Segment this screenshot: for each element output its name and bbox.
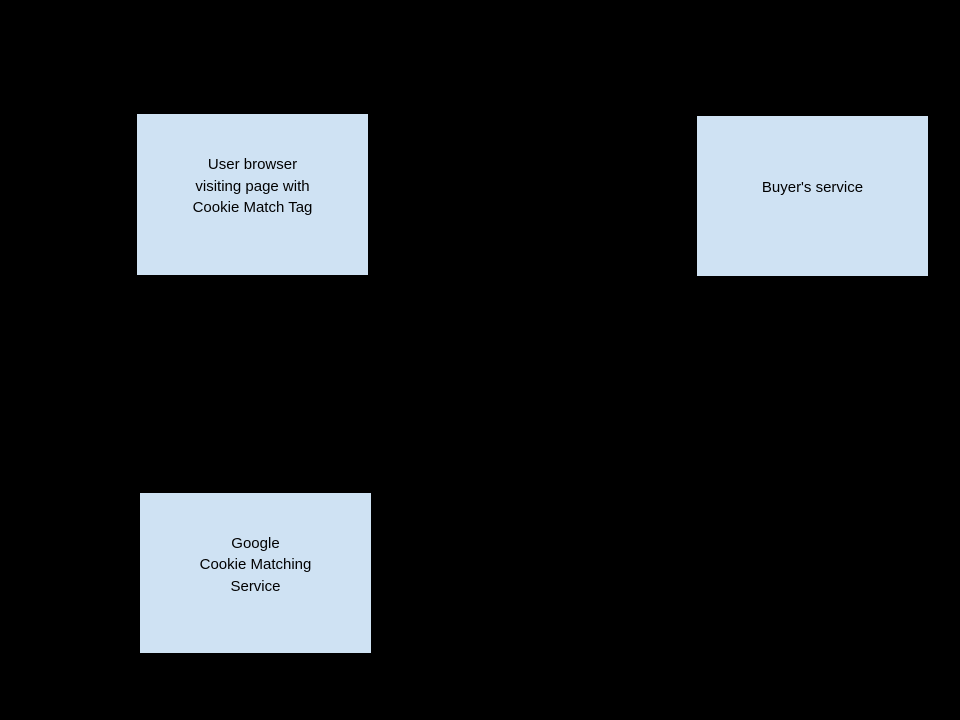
label-line: Google: [231, 534, 280, 552]
label-line: User browser: [207, 156, 298, 174]
label-line: Cookie Matching: [199, 556, 312, 574]
label-line: Service: [230, 577, 281, 595]
node-buyers-service: Buyer's service: [696, 115, 929, 277]
label-line: visiting page with: [195, 177, 310, 195]
label-line: Cookie Match Tag: [192, 199, 313, 217]
node-user-browser: User browser visiting page with Cookie M…: [136, 113, 369, 276]
node-google-cookie-matching-service: Google Cookie Matching Service: [139, 492, 372, 654]
node-buyers-service-label: Buyer's service: [762, 177, 863, 199]
node-google-cookie-matching-service-label: Google Cookie Matching Service: [200, 533, 312, 598]
label-line: Buyer's service: [761, 179, 864, 197]
node-user-browser-label: User browser visiting page with Cookie M…: [193, 154, 313, 219]
